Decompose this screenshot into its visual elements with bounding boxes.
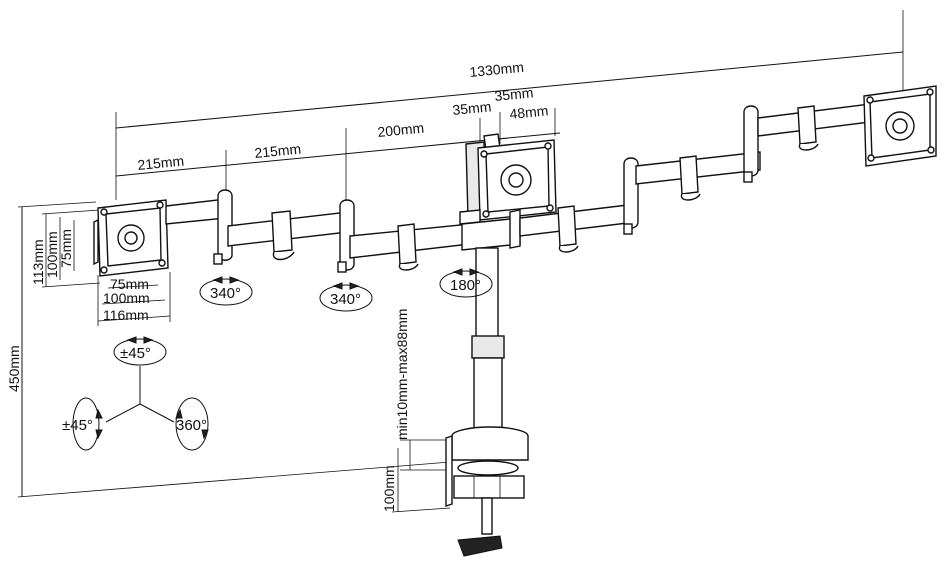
center-depth-label: 48mm: [509, 102, 549, 122]
center-mount-head: [459, 133, 557, 251]
overall-width-dimension: 1330mm: [115, 10, 904, 200]
joint-center-rotation-label: 180°: [450, 277, 481, 294]
joint-left-rotation-label: 340°: [210, 285, 241, 302]
vesa-width-100-label: 100mm: [103, 290, 150, 306]
joint-middle-rotation-label: 340°: [330, 291, 361, 308]
vesa-width-outer-label: 116mm: [103, 307, 149, 323]
pole-and-clamp: [445, 247, 529, 557]
overall-width-label: 1330mm: [469, 59, 525, 80]
vesa-width-75-label: 75mm: [110, 276, 149, 292]
rotation-joint-middle: 340°: [319, 282, 373, 312]
center-offset-b-label: 35mm: [452, 98, 492, 118]
vesa-height-outer-label: 113mm: [30, 239, 46, 285]
head-rotate-label: 360°: [176, 417, 207, 434]
left-vesa-dimensions: 113mm 100mm 75mm 75mm 100mm 116mm: [30, 209, 171, 326]
center-offset-a-label: 35mm: [494, 84, 534, 104]
arm-segment-2-label: 215mm: [254, 141, 302, 161]
pole-dimensions: min10mm-max88mm 100mm: [381, 309, 451, 513]
rotation-joint-left: 340°: [199, 276, 253, 306]
arm-segment-3-label: 200mm: [377, 120, 425, 140]
left-vesa-plate: [93, 199, 169, 277]
total-height-label: 450mm: [6, 345, 22, 392]
head-tilt-left-label: ±45°: [62, 417, 93, 434]
pole-adjust-label: min10mm-max88mm: [394, 309, 410, 440]
clamp-height-label: 100mm: [381, 465, 397, 512]
head-tilt-top-label: ±45°: [120, 345, 151, 362]
rotation-joint-center: 180°: [439, 268, 493, 298]
right-arm: [519, 103, 871, 253]
left-arm: [165, 189, 471, 273]
head-rotation-cluster: ±45° ±45° 360°: [62, 336, 209, 451]
vesa-height-100-label: 100mm: [44, 231, 60, 278]
right-vesa-plate: [863, 85, 937, 167]
total-height-dimension: 450mm: [6, 201, 451, 498]
arm-segment-1-label: 215mm: [137, 153, 185, 173]
vesa-height-75-label: 75mm: [58, 229, 74, 268]
